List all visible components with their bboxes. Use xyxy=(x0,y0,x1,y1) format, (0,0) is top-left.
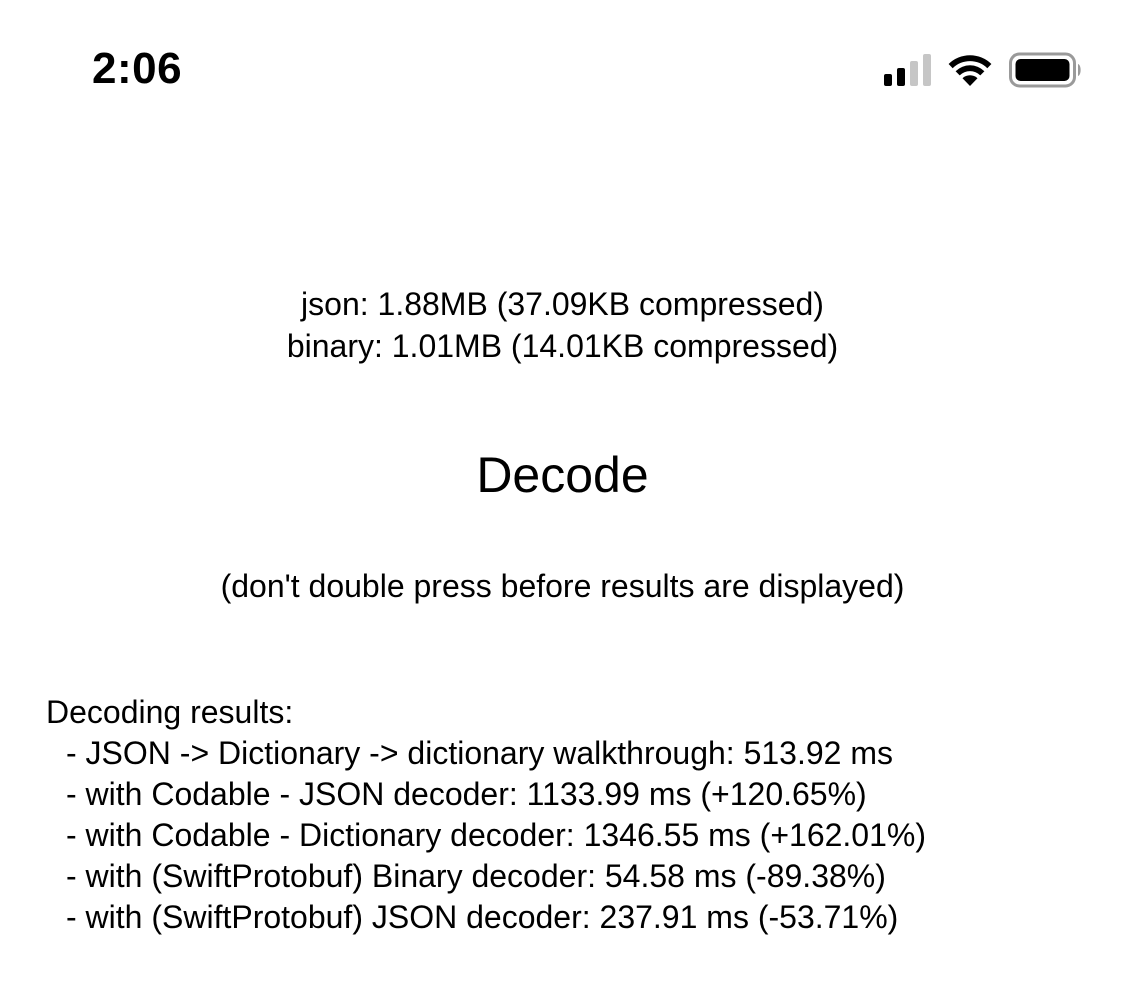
json-size-label: json: 1.88MB (37.09KB compressed) xyxy=(301,286,824,322)
result-line: - with (SwiftProtobuf) JSON decoder: 237… xyxy=(66,899,899,935)
decode-note: (don't double press before results are d… xyxy=(220,568,905,604)
cellular-signal-icon xyxy=(884,54,931,86)
result-line: - with (SwiftProtobuf) Binary decoder: 5… xyxy=(66,858,886,894)
decoding-results: Decoding results: - JSON -> Dictionary -… xyxy=(46,692,926,938)
decode-button[interactable]: Decode xyxy=(476,447,649,503)
status-time: 2:06 xyxy=(92,44,183,93)
result-line: - with Codable - Dictionary decoder: 134… xyxy=(66,817,926,853)
result-line: - JSON -> Dictionary -> dictionary walkt… xyxy=(66,735,893,771)
status-icons xyxy=(884,50,1083,90)
result-line: - with Codable - JSON decoder: 1133.99 m… xyxy=(66,776,867,812)
results-heading: Decoding results: xyxy=(46,694,294,730)
wifi-icon xyxy=(948,55,992,86)
status-bar: 2:06 xyxy=(0,0,1125,140)
battery-icon xyxy=(1009,52,1081,88)
binary-size-label: binary: 1.01MB (14.01KB compressed) xyxy=(286,328,839,364)
